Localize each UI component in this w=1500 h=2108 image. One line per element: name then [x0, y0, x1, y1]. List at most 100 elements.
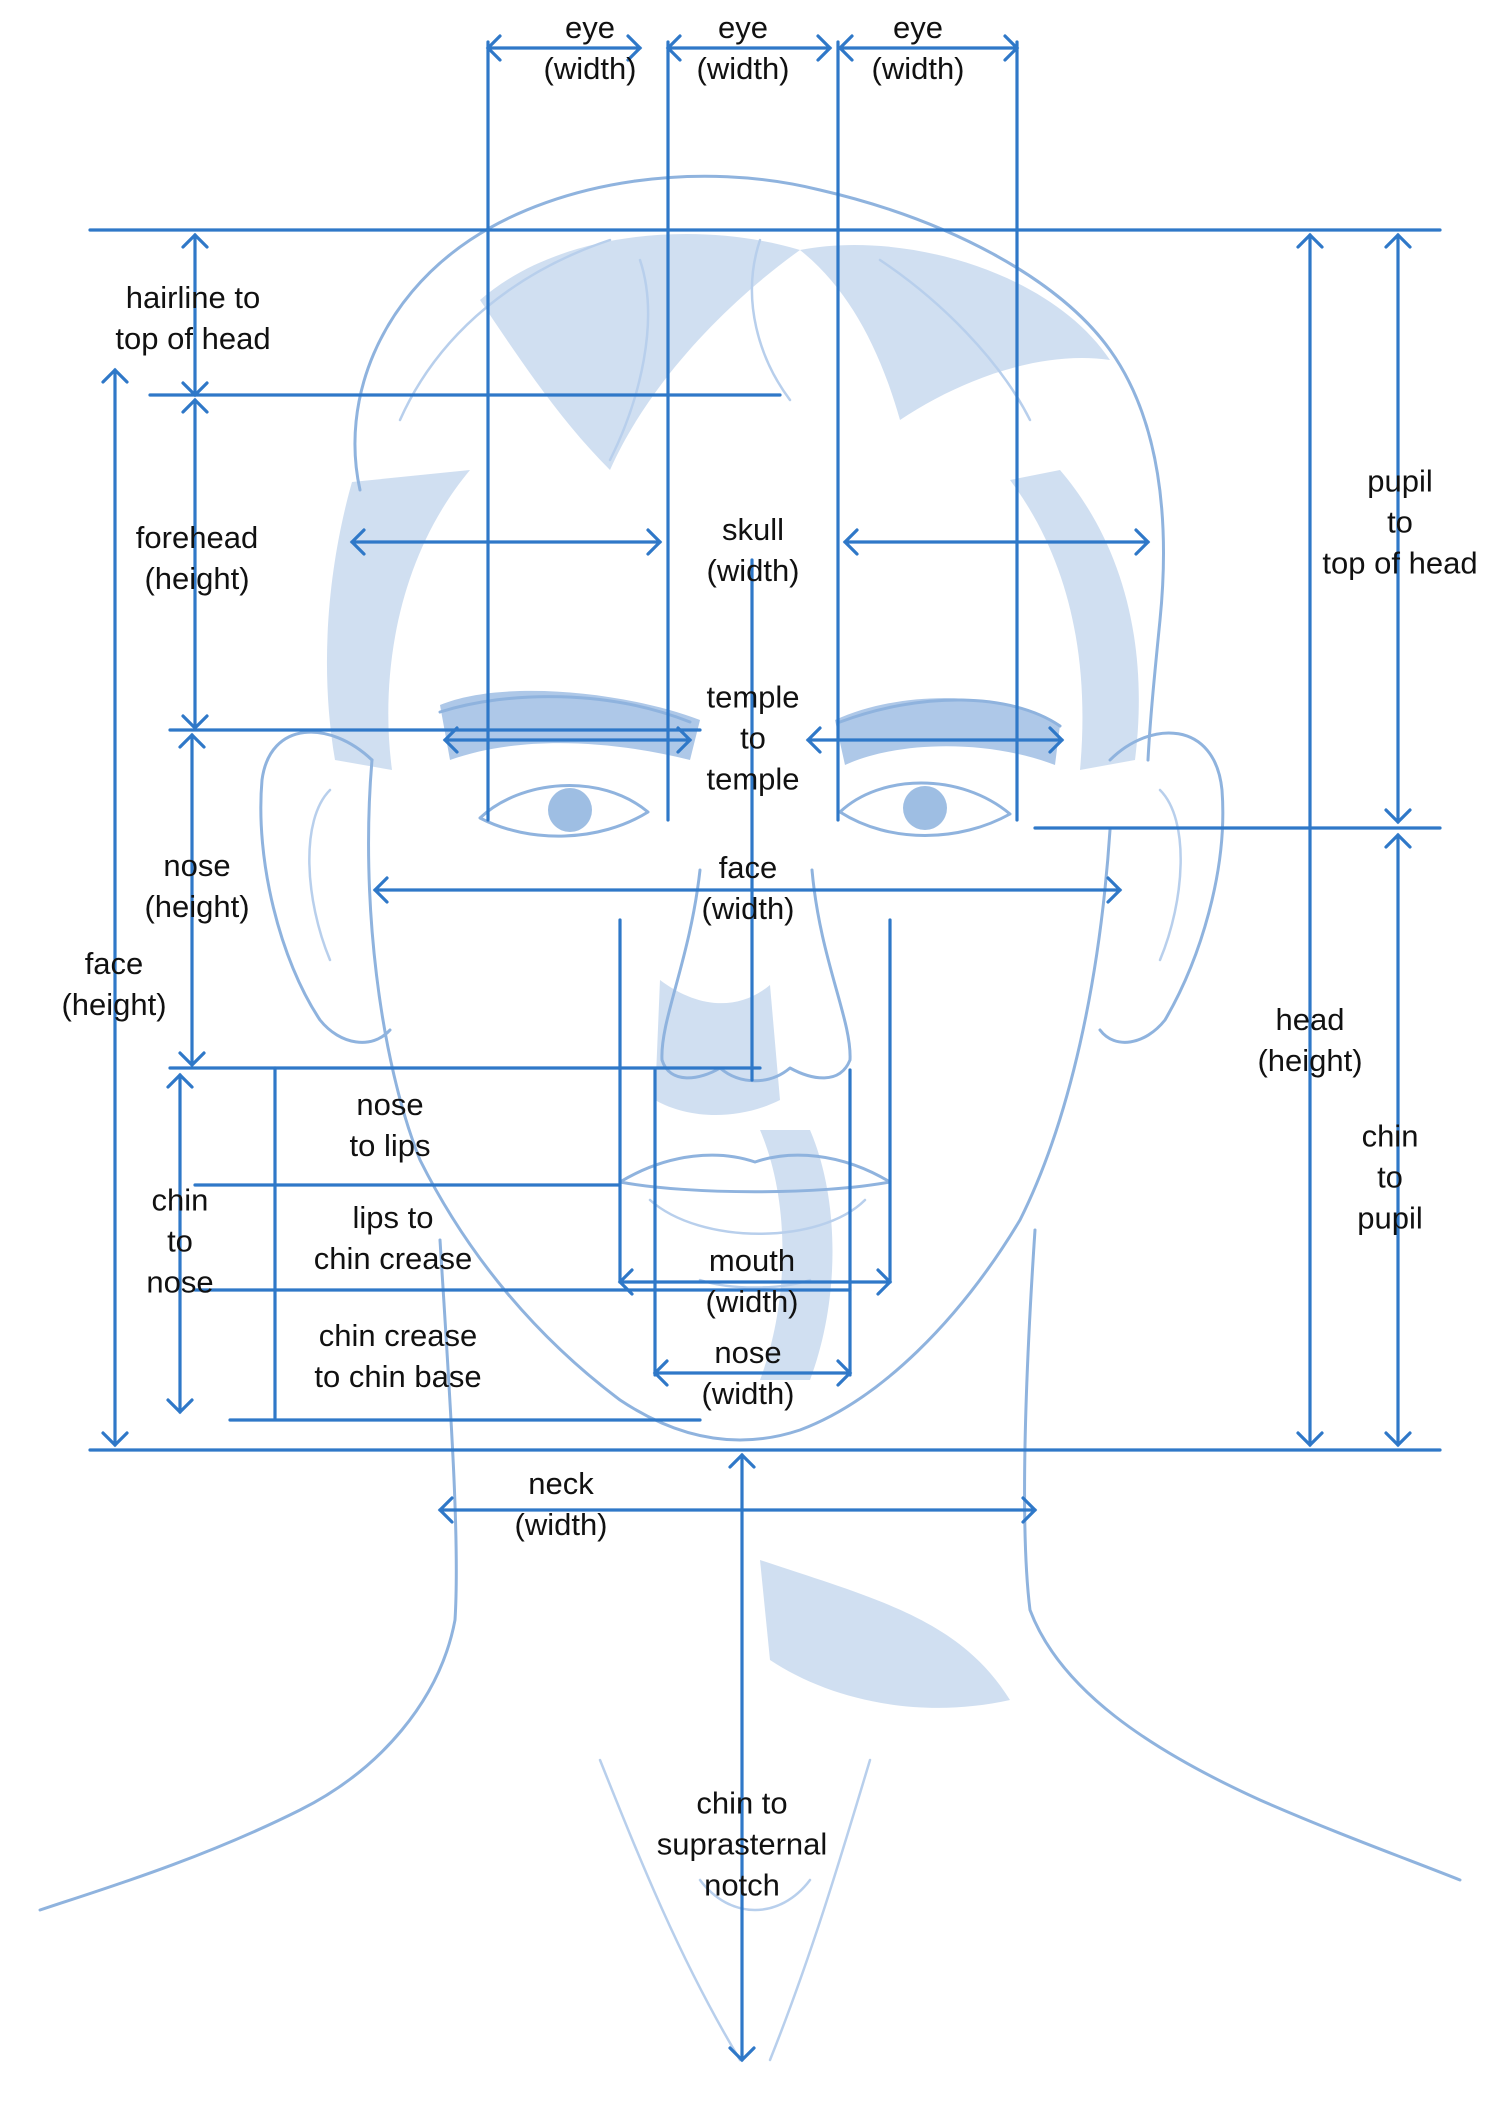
hairline-arrow-head	[181, 232, 209, 249]
label-face-width: face(width)	[701, 847, 794, 929]
temple-arrow-left-head	[442, 726, 459, 754]
right-brow-shading	[835, 698, 1060, 765]
label-head-height-line: head	[1275, 1002, 1345, 1037]
chin-to-nose-arrow-head	[166, 1398, 194, 1415]
label-eye-width-right-line: eye	[893, 10, 943, 45]
label-temple-to-temple-line: to	[740, 720, 766, 756]
label-face-width-line: (width)	[701, 891, 795, 926]
label-face-height-line: face	[84, 946, 144, 981]
label-nose-width-line: (width)	[701, 1376, 795, 1411]
label-eye-width-middle-line: (width)	[696, 51, 790, 86]
label-skull-width-line: (width)	[706, 553, 800, 588]
label-mouth-width: mouth(width)	[705, 1240, 798, 1322]
label-lips-to-chin-crease: lips to chin crease	[314, 1197, 473, 1279]
eye-width-arrow-left-head	[626, 34, 643, 62]
label-pupil-to-top-line: top of head	[1322, 545, 1478, 581]
label-lips-to-chin-crease-line: lips to	[352, 1200, 434, 1235]
label-eye-width-right: eye (width)	[871, 7, 964, 89]
left-temple-shading	[326, 470, 470, 770]
right-eyebrow	[838, 698, 1062, 728]
temple-arrow-left-head	[676, 726, 693, 754]
label-chin-to-pupil-line: chin	[1361, 1118, 1419, 1154]
skull-arrow-right-head	[1134, 528, 1151, 556]
nose-height-arrow-head	[178, 1051, 206, 1068]
label-chin-to-pupil-line: to	[1377, 1159, 1403, 1195]
hair-shading-left	[480, 234, 800, 470]
nose-width-arrow-head	[652, 1359, 669, 1387]
label-nose-height-line: (height)	[144, 889, 250, 924]
skull-arrow-left-head	[646, 528, 663, 556]
right-iris	[903, 786, 947, 830]
hair-outline	[353, 174, 1165, 762]
label-forehead-height-line: (height)	[144, 561, 250, 596]
hairline-arrow-head	[181, 381, 209, 398]
label-eye-width-left-line: eye	[565, 10, 615, 45]
upper-lip	[618, 1153, 892, 1184]
label-chin-crease-to-base-line: to chin base	[314, 1359, 482, 1394]
head-height-arrow-head	[1296, 232, 1324, 249]
label-chin-to-suprasternal-line: notch	[704, 1867, 780, 1903]
label-nose-to-lips-line: nose	[356, 1087, 424, 1122]
label-head-height-line: (height)	[1257, 1043, 1363, 1078]
suprasternal-notch	[698, 1878, 812, 1912]
label-forehead-height: forehead (height)	[136, 517, 258, 599]
label-lips-to-chin-crease-line: chin crease	[313, 1241, 473, 1276]
label-mouth-width-line: (width)	[705, 1284, 799, 1319]
right-ear	[1098, 731, 1225, 1044]
skull-arrow-left-head	[349, 528, 366, 556]
label-nose-height: nose (height)	[144, 845, 249, 927]
label-pupil-to-top: pupil to top of head	[1322, 461, 1477, 584]
left-eye	[478, 784, 650, 838]
pupil-to-top-arrow-head	[1384, 232, 1412, 249]
label-nose-to-lips-line: to lips	[349, 1128, 431, 1163]
nose-height-arrow-head	[178, 732, 206, 749]
label-pupil-to-top-line: to	[1387, 504, 1413, 540]
skull-arrow-right-head	[842, 528, 859, 556]
label-eye-width-left: eye(width)	[543, 7, 636, 89]
neck-width-arrow-head	[1021, 1496, 1038, 1524]
neck-width-arrow-head	[437, 1496, 454, 1524]
label-temple-to-temple-line: temple	[706, 761, 800, 797]
label-chin-to-nose-line: nose	[146, 1264, 214, 1300]
collarbones	[598, 1758, 872, 2062]
neck-shadow	[760, 1560, 1010, 1708]
hair-strands	[398, 238, 1032, 462]
temple-arrow-right-head	[805, 726, 822, 754]
neck-left	[38, 1238, 458, 1912]
left-ear-inner	[308, 788, 332, 962]
label-head-height: head (height)	[1257, 999, 1362, 1081]
lip-line	[618, 1180, 892, 1194]
face-width-arrow-head	[1106, 876, 1123, 904]
left-ear	[259, 730, 392, 1044]
label-forehead-height-line: forehead	[135, 520, 259, 555]
label-neck-width-line: (width)	[514, 1507, 608, 1542]
label-face-height-line: (height)	[61, 987, 167, 1022]
forehead-arrow-head	[181, 397, 209, 414]
face-height-arrow-head	[101, 367, 129, 384]
label-temple-to-temple-line: temple	[706, 679, 800, 715]
eye-width-arrow-middle-head	[665, 34, 682, 62]
nose	[660, 868, 852, 1083]
label-pupil-to-top-line: pupil	[1367, 463, 1433, 499]
chin-to-notch-arrow-head	[728, 1452, 756, 1469]
left-brow-shading	[440, 690, 700, 760]
mouth-width-arrow-head	[617, 1268, 634, 1296]
mouth-width-arrow-head	[876, 1268, 893, 1296]
label-chin-to-nose-line: to	[167, 1223, 193, 1259]
hair-shading-right	[800, 244, 1110, 420]
label-neck-width-line: neck	[528, 1466, 594, 1501]
label-hairline-to-top-line: hairline to	[125, 280, 261, 315]
label-nose-height-line: nose	[163, 848, 231, 883]
label-eye-width-right-line: (width)	[871, 51, 965, 86]
face-width-arrow-head	[372, 876, 389, 904]
eye-width-arrow-left-head	[485, 34, 502, 62]
left-eyebrow	[438, 695, 692, 724]
label-chin-crease-to-base-line: chin crease	[318, 1318, 478, 1353]
label-hairline-to-top-line: top of head	[115, 321, 271, 356]
label-chin-to-suprasternal-line: suprasternal	[656, 1826, 828, 1862]
chin-to-nose-arrow-head	[166, 1072, 194, 1089]
